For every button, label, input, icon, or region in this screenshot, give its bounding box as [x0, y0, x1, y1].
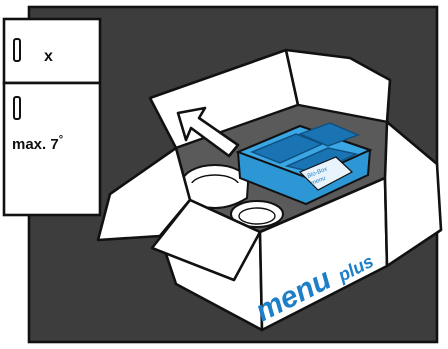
freezer-label: x: [44, 48, 53, 65]
fridge-handle-icon: [14, 97, 20, 119]
fridge-temperature-label: max. 7°: [12, 134, 63, 153]
freezer-handle-icon: [14, 39, 20, 61]
fridge-temperature-value: max. 7: [12, 136, 59, 153]
degree-mark: °: [59, 134, 63, 146]
fridge-door: x max. 7°: [4, 19, 100, 215]
